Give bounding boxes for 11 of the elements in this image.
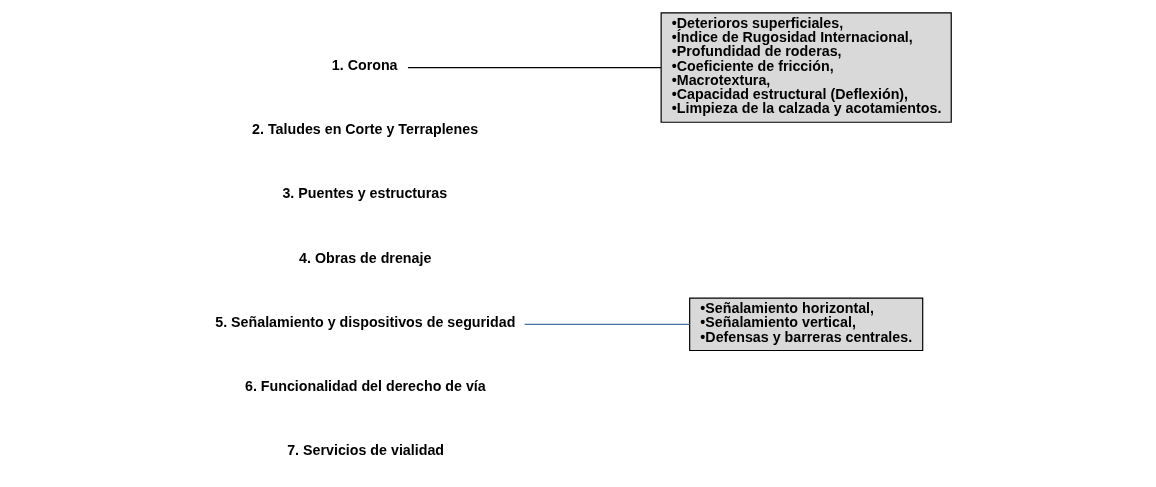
node-box: •Señalamiento horizontal, •Señalamiento vertical, •Defensas y barreras centrales. bbox=[688, 297, 923, 352]
label: 7. Servicios de vialidad bbox=[286, 442, 444, 459]
connector bbox=[406, 66, 662, 69]
node-text: 5. Señalamiento y dispositivos de seguridad bbox=[214, 313, 515, 330]
label: 3. Puentes y estructuras bbox=[281, 185, 447, 202]
label: 4. Obras de drenaje bbox=[298, 249, 431, 266]
label: 2. Taludes en Corte y Terraplenes bbox=[251, 121, 478, 138]
connector bbox=[523, 323, 690, 325]
node-box: •Deterioros superficiales, •Índice de Rugosidad Internacional, •Profundidad de roderas, •Coeficiente de fricción, •Macrotextura, •Capacidad estructural (Deflexión), •Limpieza de la calzada y acotamientos. bbox=[660, 12, 952, 123]
node-text: 1. Corona bbox=[331, 57, 398, 74]
label: 6. Funcionalidad del derecho de vía bbox=[244, 378, 486, 395]
